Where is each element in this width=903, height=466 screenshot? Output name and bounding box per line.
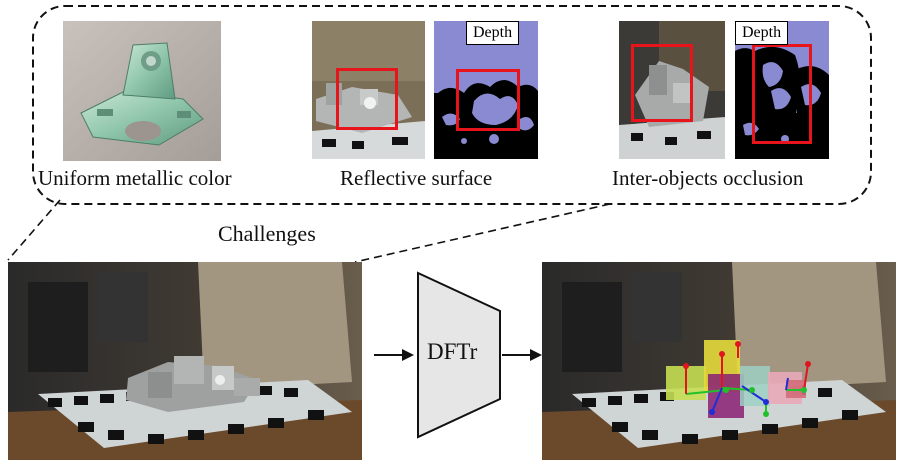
occlusion-scene-photo [619,21,725,159]
depth-label: Depth [466,21,520,45]
highlight-box [336,68,398,130]
arrow-right-icon [374,349,414,361]
occlusion-depth-map: Depth [735,21,829,159]
reflective-depth-map: Depth [434,21,538,159]
highlight-box [752,44,812,144]
arrow-right-icon [502,349,542,361]
caption-inter-objects-occlusion: Inter-objects occlusion [612,166,804,190]
dftr-model-label: DFTr [427,339,478,364]
input-scene-photo [8,262,362,460]
metallic-part-photo [63,21,221,161]
highlight-box [456,69,520,131]
reflective-scene-photo [312,21,425,159]
dftr-model-block [417,271,501,439]
challenges-title: Challenges [218,221,316,246]
caption-uniform-metallic-color: Uniform metallic color [38,166,232,190]
caption-reflective-surface: Reflective surface [340,166,493,190]
output-pose-photo [542,262,896,460]
highlight-box [631,44,693,122]
depth-label: Depth [735,21,789,45]
